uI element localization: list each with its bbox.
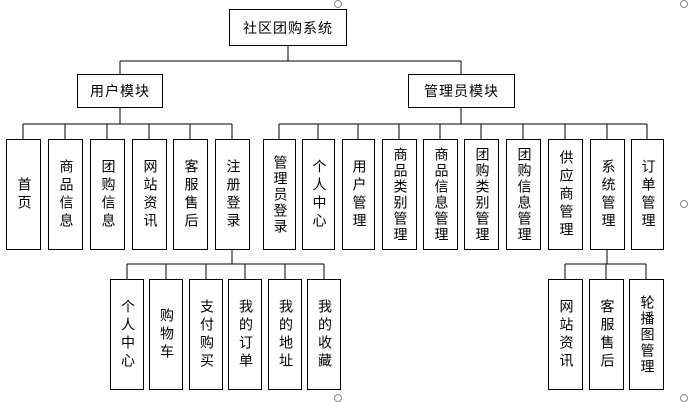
user-module-label: 用户模块 bbox=[90, 84, 150, 100]
admin-item-order-mgmt: 订单管理 bbox=[631, 139, 664, 250]
register-child-shopping-cart: 购物车 bbox=[149, 279, 183, 390]
selection-handle-bottom-right bbox=[680, 394, 688, 402]
selection-handle-top-right bbox=[680, 0, 688, 8]
admin-item-supplier-mgmt: 供应商管理 bbox=[548, 139, 583, 250]
user-item-customer-service: 客服售后 bbox=[173, 139, 208, 250]
system-child-site-news: 网站资讯 bbox=[548, 279, 583, 390]
admin-module-node: 管理员模块 bbox=[408, 74, 515, 108]
admin-item-user-mgmt: 用户管理 bbox=[342, 139, 375, 250]
system-child-customer-service: 客服售后 bbox=[589, 279, 624, 390]
root-label: 社区团购系统 bbox=[243, 20, 333, 37]
register-child-pay: 支付购买 bbox=[189, 279, 223, 390]
user-item-home: 首页 bbox=[6, 139, 41, 250]
user-item-site-news: 网站资讯 bbox=[132, 139, 167, 250]
admin-item-groupbuy-category-mgmt: 团购类别管理 bbox=[464, 139, 499, 250]
user-module-node: 用户模块 bbox=[77, 74, 163, 108]
selection-handle-right bbox=[680, 200, 688, 208]
admin-item-personal-center: 个人中心 bbox=[302, 139, 335, 250]
user-item-product-info: 商品信息 bbox=[48, 139, 83, 250]
user-item-groupbuy-info: 团购信息 bbox=[90, 139, 125, 250]
system-child-carousel-mgmt: 轮播图管理 bbox=[629, 279, 664, 390]
admin-item-product-info-mgmt: 商品信息管理 bbox=[423, 139, 458, 250]
admin-item-admin-login: 管理员登录 bbox=[263, 139, 296, 250]
admin-item-product-category-mgmt: 商品类别管理 bbox=[382, 139, 417, 250]
selection-handle-top bbox=[334, 0, 342, 8]
user-item-register-login: 注册登录 bbox=[215, 139, 250, 250]
register-child-my-favorites: 我的收藏 bbox=[307, 279, 341, 390]
admin-module-label: 管理员模块 bbox=[424, 84, 499, 100]
register-child-personal-center: 个人中心 bbox=[110, 279, 144, 390]
root-node: 社区团购系统 bbox=[229, 9, 347, 46]
register-child-my-orders: 我的订单 bbox=[228, 279, 262, 390]
admin-item-groupbuy-info-mgmt: 团购信息管理 bbox=[506, 139, 541, 250]
register-child-my-address: 我的地址 bbox=[268, 279, 302, 390]
selection-handle-bottom bbox=[334, 394, 342, 402]
admin-item-system-mgmt: 系统管理 bbox=[590, 139, 625, 250]
